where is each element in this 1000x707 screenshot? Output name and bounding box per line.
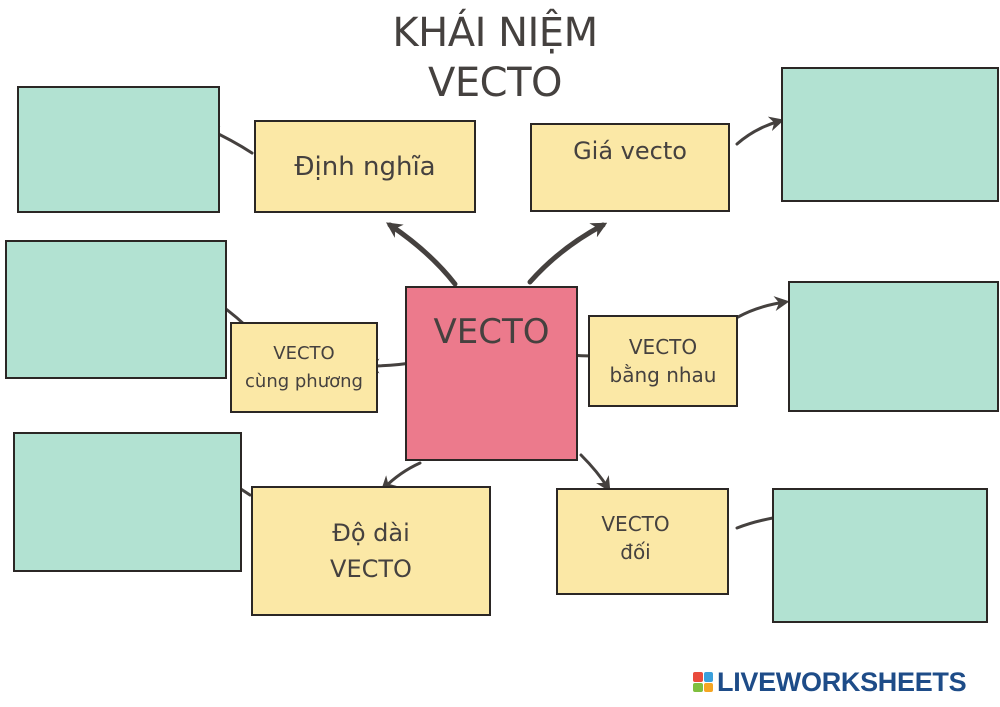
liveworksheets-logo-icon (693, 672, 713, 692)
answer-box-length[interactable] (13, 432, 242, 572)
concept-opposite-line-1: VECTO (601, 512, 670, 536)
answer-box-collinear[interactable] (5, 240, 227, 379)
concept-definition: Định nghĩa (254, 120, 476, 213)
center-node: VECTO (405, 286, 578, 461)
page-title: KHÁI NIỆM VECTO (340, 8, 650, 108)
answer-box-support[interactable] (781, 67, 999, 202)
arrow-equal-to-answer (736, 296, 790, 319)
concept-support-label: Giá vecto (573, 137, 687, 165)
concept-equal-line-2: bằng nhau (609, 363, 717, 387)
arrow-center-to-opposite (579, 453, 611, 492)
concept-collinear-line-1: VECTO (273, 342, 335, 364)
concept-equal: VECTO bằng nhau (588, 315, 738, 407)
concept-opposite-line-2: đối (620, 540, 651, 564)
arrow-support-to-answer (735, 116, 785, 146)
brand-watermark: LIVEWORKSHEETS (693, 664, 967, 700)
concept-collinear: VECTO cùng phương (230, 322, 378, 413)
answer-box-equal[interactable] (788, 281, 999, 412)
concept-opposite: VECTO đối (556, 488, 729, 595)
answer-box-definition[interactable] (17, 86, 220, 213)
title-line-1: KHÁI NIỆM (392, 10, 598, 56)
concept-collinear-line-2: cùng phương (245, 370, 363, 392)
arrow-center-to-definition (386, 222, 458, 287)
concept-definition-label: Định nghĩa (294, 151, 436, 182)
answer-box-opposite[interactable] (772, 488, 988, 623)
brand-name: LIVEWORKSHEETS (717, 666, 967, 697)
center-node-label: VECTO (433, 312, 550, 352)
concept-equal-line-1: VECTO (628, 335, 698, 359)
concept-support: Giá vecto (530, 123, 730, 212)
arrow-center-to-support (527, 222, 608, 285)
concept-length-line-2: VECTO (330, 555, 412, 583)
concept-length: Độ dài VECTO (251, 486, 491, 616)
arrow-center-to-length (380, 461, 422, 492)
title-line-2: VECTO (428, 60, 562, 106)
concept-length-line-1: Độ dài (332, 519, 410, 547)
